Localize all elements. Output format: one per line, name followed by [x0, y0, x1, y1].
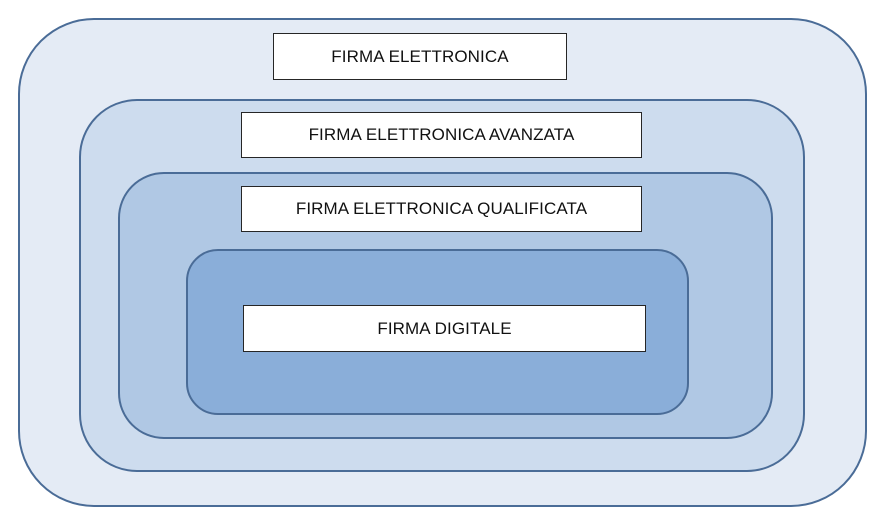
- label-digital-signature: FIRMA DIGITALE: [243, 305, 646, 352]
- label-electronic-signature: FIRMA ELETTRONICA: [273, 33, 567, 80]
- label-advanced-electronic-signature: FIRMA ELETTRONICA AVANZATA: [241, 112, 642, 158]
- label-qualified-electronic-signature: FIRMA ELETTRONICA QUALIFICATA: [241, 186, 642, 232]
